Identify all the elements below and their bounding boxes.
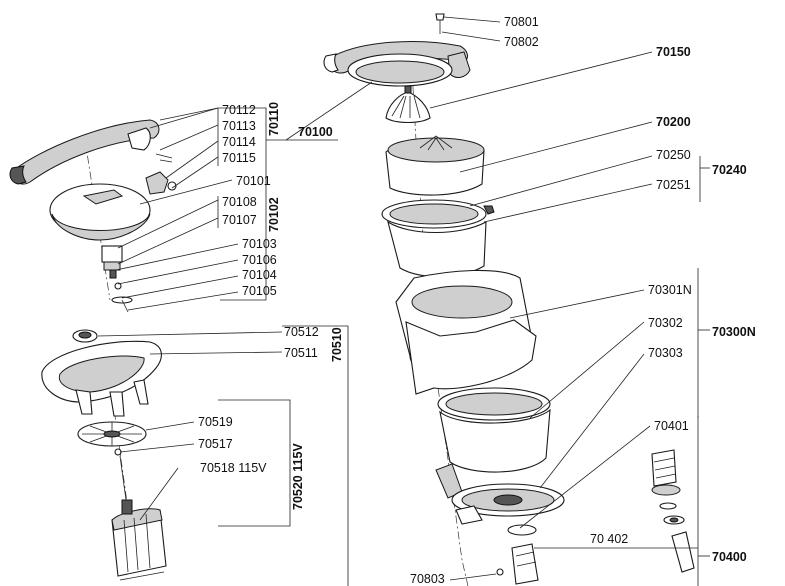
label-70105: 70105 <box>242 284 277 298</box>
part-labels: 70801 70802 70150 70112 70113 70114 7011… <box>198 15 756 586</box>
juicer-cone-cup <box>381 135 495 278</box>
label-70107: 70107 <box>222 213 257 227</box>
base-ring <box>451 483 565 525</box>
cooling-fan <box>77 421 147 456</box>
label-70101: 70101 <box>236 174 271 188</box>
label-70517: 70517 <box>198 437 233 451</box>
juicer-housing <box>395 269 537 395</box>
label-70250: 70250 <box>656 148 691 162</box>
label-70112: 70112 <box>222 103 256 117</box>
label-70303: 70303 <box>648 346 683 360</box>
label-70240: 70240 <box>712 163 747 177</box>
label-70510: 70510 <box>330 327 344 362</box>
label-70803: 70803 <box>410 572 445 586</box>
label-70114: 70114 <box>222 135 256 149</box>
label-70110: 70110 <box>267 102 281 136</box>
label-70150: 70150 <box>656 45 691 59</box>
label-70115: 70115 <box>222 151 256 165</box>
spindle-assembly <box>651 449 695 573</box>
label-70113: 70113 <box>222 119 256 133</box>
label-70200: 70200 <box>656 115 691 129</box>
label-70518: 70518 115V <box>200 461 267 475</box>
label-70512: 70512 <box>284 325 319 339</box>
label-70102: 70102 <box>267 197 281 232</box>
motor-base-cover <box>41 329 162 417</box>
label-70402: 70 402 <box>590 532 628 546</box>
label-70251: 70251 <box>656 178 691 192</box>
label-70400: 70400 <box>712 550 747 564</box>
leader-lines <box>97 16 710 586</box>
drive-coupling <box>496 524 539 585</box>
lid-handle-left <box>9 119 177 313</box>
label-70801: 70801 <box>504 15 539 29</box>
lid-handle-top <box>323 13 471 124</box>
label-70401: 70401 <box>654 419 689 433</box>
label-70802: 70802 <box>504 35 539 49</box>
inner-container <box>435 387 551 499</box>
label-70511: 70511 <box>284 346 318 360</box>
label-70301N: 70301N <box>648 283 692 297</box>
label-70519: 70519 <box>198 415 233 429</box>
label-70108: 70108 <box>222 195 257 209</box>
label-70106: 70106 <box>242 253 277 267</box>
label-70103: 70103 <box>242 237 277 251</box>
label-70104: 70104 <box>242 268 277 282</box>
label-70520: 70520 115V <box>291 443 305 510</box>
label-70302: 70302 <box>648 316 683 330</box>
label-70300N: 70300N <box>712 325 756 339</box>
label-70100: 70100 <box>298 125 333 139</box>
electric-motor <box>111 455 167 581</box>
